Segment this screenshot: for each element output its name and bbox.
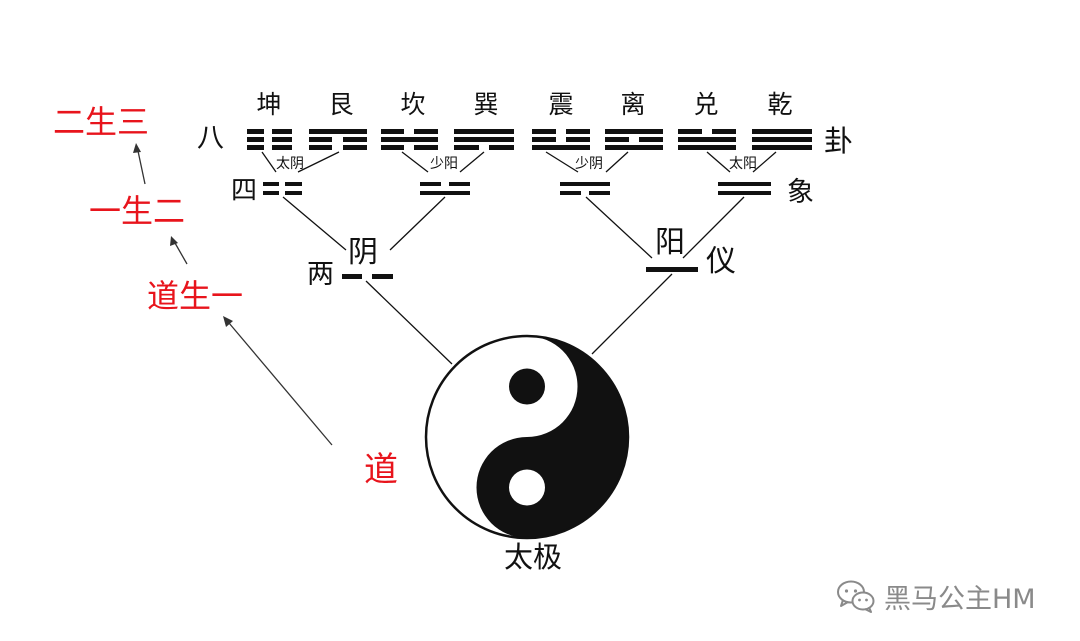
- trigram-li-symbol: [605, 129, 663, 150]
- trigram-zhen-symbol: [532, 129, 590, 150]
- trigram-label-dui: 兑: [693, 90, 718, 119]
- four-image-label-shao-yang: 少阳: [430, 156, 458, 172]
- watermark: 黑马公主HM: [836, 576, 1036, 616]
- trigram-gen-symbol: [309, 129, 367, 150]
- trigram-xun-symbol: [454, 129, 514, 150]
- trigram-label-li: 离: [620, 90, 645, 119]
- arrowhead-one-two: [170, 236, 178, 246]
- arrowhead-two-three: [133, 143, 141, 153]
- label-gua: 卦: [824, 124, 853, 158]
- trigram-qian-symbol: [752, 129, 812, 150]
- four-image-shao-yin-symbol: [560, 182, 610, 195]
- label-xiang: 象: [787, 177, 814, 208]
- four-image-shao-yang-symbol: [420, 182, 470, 195]
- arrowhead-dao-one: [223, 316, 233, 327]
- four-image-label-shao-yin: 少阴: [575, 156, 603, 172]
- arrow-dao-to-dao-one: [228, 322, 333, 446]
- label-si: 四: [231, 176, 257, 206]
- taiji-yin-eye: [509, 368, 545, 405]
- label-liang: 两: [307, 259, 334, 290]
- two-mode-label-yang: 阳: [655, 225, 685, 260]
- branch-lines-four-images: [282, 196, 745, 259]
- four-image-tai-yang-symbol: [718, 182, 771, 195]
- trigram-kan-symbol: [381, 129, 438, 150]
- taiji-label: 太极: [504, 540, 562, 574]
- yang-line-symbol: [646, 267, 698, 272]
- trigram-label-zhen: 震: [548, 90, 573, 119]
- dao-arrows: [133, 143, 333, 446]
- branch-lines-two-modes: [365, 273, 673, 365]
- taiji-yang-eye: [509, 469, 545, 506]
- taiji-symbol: [424, 334, 630, 540]
- wechat-icon: [836, 579, 876, 613]
- trigram-kun-symbol: [247, 129, 292, 150]
- arrow-dao-one-to-one-two: [174, 242, 188, 265]
- red-label-two-three: 二生三: [53, 103, 149, 141]
- arrow-one-two-to-two-three: [137, 150, 146, 185]
- label-yi: 仪: [706, 244, 736, 279]
- red-label-one-two: 一生二: [89, 192, 185, 230]
- trigram-label-kun: 坤: [256, 90, 281, 119]
- red-label-dao-one: 道生一: [147, 277, 243, 315]
- trigram-dui-symbol: [678, 129, 736, 150]
- branch-lines-trigrams: [261, 151, 777, 173]
- yin-line-symbol: [342, 274, 393, 279]
- two-mode-label-yin: 阴: [348, 235, 378, 270]
- trigram-label-gen: 艮: [328, 90, 353, 119]
- four-images: [263, 182, 771, 195]
- label-ba: 八: [197, 123, 224, 154]
- four-image-label-tai-yang: 太阳: [729, 156, 757, 172]
- eight-trigrams: [247, 129, 812, 150]
- red-label-dao: 道: [364, 450, 398, 490]
- trigram-label-qian: 乾: [767, 90, 792, 119]
- four-image-tai-yin-symbol: [263, 182, 302, 195]
- four-image-label-tai-yin: 太阴: [276, 156, 304, 172]
- trigram-label-xun: 巽: [473, 90, 498, 119]
- watermark-text: 黑马公主HM: [884, 583, 1036, 615]
- trigram-label-kan: 坎: [400, 90, 425, 119]
